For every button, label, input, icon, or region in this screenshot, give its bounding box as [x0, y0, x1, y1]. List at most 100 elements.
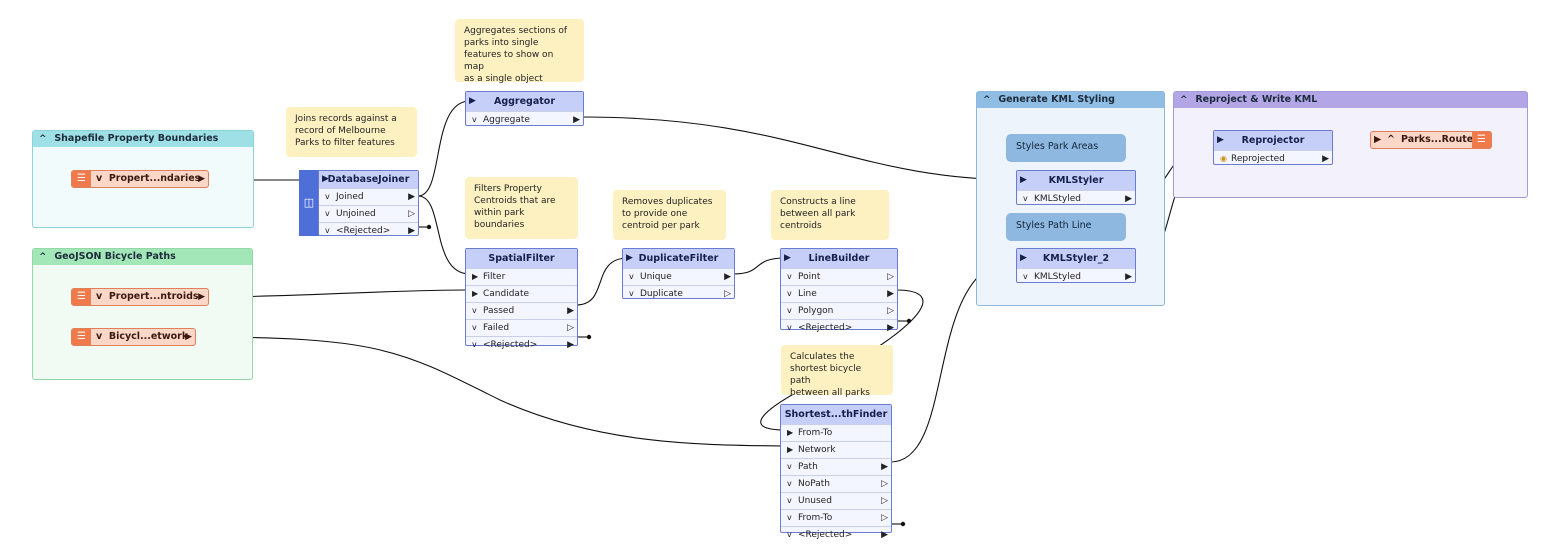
output-port-icon[interactable]: ▶ — [881, 530, 888, 540]
expand-chevron-icon[interactable]: v — [96, 291, 103, 302]
expand-chevron-icon[interactable]: v — [96, 173, 103, 184]
transformer-reprojector[interactable]: ▶ Reprojector ◉Reprojected▶ — [1213, 130, 1333, 165]
reader-property-boundaries[interactable]: ☰ v Propert...ndaries ▶ — [71, 170, 209, 188]
input-row[interactable]: ▶Network — [781, 441, 891, 458]
output-port-icon[interactable]: ▶ — [408, 226, 415, 236]
output-port-icon[interactable]: ▶ — [573, 115, 580, 125]
expand-chevron-icon[interactable]: v — [96, 331, 103, 342]
input-port-icon[interactable]: ▶ — [1020, 175, 1027, 185]
collapse-caret-icon[interactable]: ^ — [1387, 134, 1395, 145]
input-port-icon[interactable]: ▶ — [1374, 134, 1382, 145]
transformer-header[interactable]: SpatialFilter — [466, 249, 577, 268]
transformer-header[interactable]: ▶ DatabaseJoiner — [319, 171, 418, 188]
output-port-empty-icon[interactable]: ▷ — [881, 479, 888, 489]
bookmark-header[interactable]: ^ Reproject & Write KML — [1174, 92, 1527, 108]
input-port-icon[interactable]: ▶ — [784, 253, 791, 263]
collapse-caret-icon[interactable]: ^ — [39, 134, 47, 144]
output-port-icon[interactable]: ▶ — [724, 272, 731, 282]
input-port-icon[interactable]: ▶ — [322, 174, 329, 184]
collapse-caret-icon[interactable]: ^ — [983, 95, 991, 105]
port-row[interactable]: ◉Reprojected▶ — [1214, 150, 1332, 167]
output-port-icon[interactable]: ▶ — [1125, 194, 1132, 204]
transformer-header[interactable]: ▶ LineBuilder — [781, 249, 897, 268]
output-port-empty-icon[interactable]: ▷ — [887, 272, 894, 282]
input-port-icon[interactable]: ▶ — [787, 445, 794, 454]
input-port-icon[interactable]: ▶ — [626, 253, 633, 263]
writer-parks-route[interactable]: ▶ ^ Parks...Route ☰ — [1370, 131, 1492, 149]
output-port-empty-icon[interactable]: ▷ — [881, 513, 888, 523]
input-port-icon[interactable]: ▶ — [469, 96, 476, 106]
output-port-icon[interactable]: ▶ — [1125, 272, 1132, 282]
annotation-duplicatefilter[interactable]: Removes duplicates to provide one centro… — [613, 190, 726, 240]
input-row[interactable]: ▶From-To — [781, 424, 891, 441]
port-row[interactable]: v<Rejected>▶ — [781, 526, 891, 543]
annotation-pathfinder[interactable]: Calculates the shortest bicycle path bet… — [781, 345, 893, 398]
bookmark-header[interactable]: ^ Shapefile Property Boundaries — [33, 131, 253, 147]
port-row[interactable]: v<Rejected>▶ — [319, 222, 418, 239]
output-port-icon[interactable]: ▶ — [1322, 154, 1329, 164]
output-port-icon[interactable]: ▶ — [408, 192, 415, 202]
input-port-icon[interactable]: ▶ — [1217, 135, 1224, 145]
port-row[interactable]: v<Rejected>▶ — [466, 336, 577, 353]
output-port-icon[interactable]: ▶ — [567, 306, 574, 316]
output-port-empty-icon[interactable]: ▷ — [408, 209, 415, 219]
annotation-dbjoiner[interactable]: Joins records against a record of Melbou… — [286, 107, 417, 157]
transformer-header[interactable]: ▶ Reprojector — [1214, 131, 1332, 150]
input-port-icon[interactable]: ▶ — [1020, 253, 1027, 263]
bookmark-header[interactable]: ^ GeoJSON Bicycle Paths — [33, 249, 252, 265]
reader-bicycle-network[interactable]: ☰ v Bicycl...etwork ▶ — [71, 328, 196, 346]
output-port-empty-icon[interactable]: ▷ — [724, 289, 731, 299]
output-port-icon[interactable]: ▶ — [198, 292, 205, 302]
collapse-caret-icon[interactable]: ^ — [39, 252, 47, 262]
annotation-styles-park[interactable]: Styles Park Areas — [1006, 134, 1126, 162]
transformer-header[interactable]: ▶ DuplicateFilter — [623, 249, 734, 268]
output-port-empty-icon[interactable]: ▷ — [881, 496, 888, 506]
output-port-empty-icon[interactable]: ▷ — [887, 306, 894, 316]
output-port-icon[interactable]: ▶ — [881, 462, 888, 472]
output-port-icon[interactable]: ▶ — [567, 340, 574, 350]
output-port-icon[interactable]: ▶ — [887, 323, 894, 333]
annotation-styles-path[interactable]: Styles Path Line — [1006, 213, 1126, 241]
transformer-header[interactable]: ▶ Aggregator — [466, 92, 583, 111]
transformer-header[interactable]: ▶ KMLStyler_2 — [1017, 249, 1135, 268]
transformer-header[interactable]: ▶ KMLStyler — [1017, 171, 1135, 190]
output-port-empty-icon[interactable]: ▷ — [567, 323, 574, 333]
collapse-caret-icon[interactable]: ^ — [1180, 95, 1188, 105]
output-port-icon[interactable]: ▶ — [198, 174, 205, 184]
output-port-icon[interactable]: ▶ — [887, 289, 894, 299]
annotation-linebuilder[interactable]: Constructs a line between all park centr… — [771, 190, 889, 240]
annotation-spatialfilter[interactable]: Filters Property Centroids that are with… — [465, 177, 578, 239]
bookmark-geojson[interactable]: ^ GeoJSON Bicycle Paths — [32, 248, 253, 380]
bookmark-header[interactable]: ^ Generate KML Styling — [977, 92, 1164, 108]
input-port-icon[interactable]: ▶ — [472, 272, 479, 281]
port-row[interactable]: v<Rejected>▶ — [781, 319, 897, 336]
annotation-aggregator[interactable]: Aggregates sections of parks into single… — [455, 19, 584, 84]
output-port-icon[interactable]: ▶ — [185, 332, 192, 342]
transformer-header[interactable]: Shortest...thFinder — [781, 405, 891, 424]
input-row[interactable]: ▶Filter — [466, 268, 577, 285]
input-port-icon[interactable]: ▶ — [787, 428, 794, 437]
input-port-icon[interactable]: ▶ — [472, 289, 479, 298]
